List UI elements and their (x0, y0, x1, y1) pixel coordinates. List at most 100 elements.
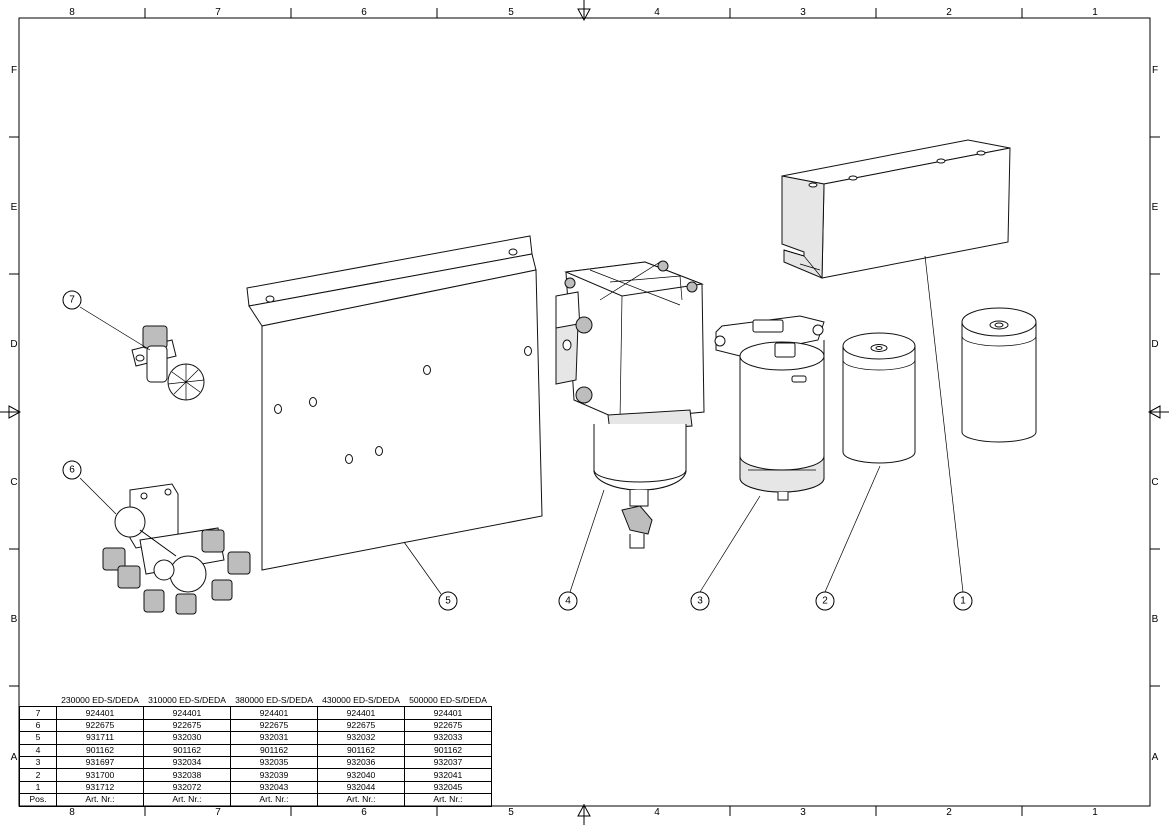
zone-col-top: 3 (800, 7, 806, 18)
bom-art-label: Art. Nr.: (404, 793, 492, 807)
svg-text:4: 4 (565, 596, 571, 607)
zone-row-left: C (10, 477, 17, 488)
bom-art-cell: 922675 (143, 718, 231, 733)
bom-row: 1 931712 932072 932043 932044 932045 (19, 780, 492, 795)
bom-art-cell: 924401 (56, 706, 144, 720)
zone-row-right: B (1152, 614, 1159, 625)
bom-art-cell: 922675 (56, 718, 144, 733)
bom-row: 7 924401 924401 924401 924401 924401 (19, 706, 492, 720)
bom-model-header: 310000 ED-S/DEDA (148, 695, 226, 706)
bom-header-blank (20, 695, 57, 707)
bom-art-cell: 932036 (317, 755, 405, 770)
bom-pos-cell: 5 (19, 731, 57, 745)
bom-row: 4 901162 901162 901162 901162 901162 (19, 743, 492, 757)
zone-row-right: A (1152, 752, 1159, 763)
bom-pos-label: Pos. (19, 793, 57, 807)
bom-art-cell: 932035 (230, 755, 318, 770)
bom-art-cell: 931697 (56, 755, 144, 770)
zone-col-top: 8 (69, 7, 75, 18)
bom-art-label: Art. Nr.: (317, 793, 405, 807)
bom-pos-cell: 4 (19, 743, 57, 757)
zone-col-top: 6 (361, 7, 367, 18)
bom-art-cell: 932031 (230, 731, 318, 745)
bom-art-cell: 901162 (56, 743, 144, 757)
bom-header-row: 230000 ED-S/DEDA 310000 ED-S/DEDA 380000… (20, 695, 492, 707)
zone-row-left: B (11, 614, 18, 625)
zone-row-left: A (11, 752, 18, 763)
bom-pos-cell: 6 (19, 718, 57, 733)
zone-row-right: F (1152, 65, 1158, 76)
zone-col-top: 5 (508, 7, 514, 18)
bom-pos-cell: 7 (19, 706, 57, 720)
bom-pos-cell: 3 (19, 755, 57, 770)
zone-row-right: C (1151, 477, 1158, 488)
bom-art-cell: 932072 (143, 780, 231, 795)
bom-row: 5 931711 932030 932031 932032 932033 (19, 731, 492, 745)
zone-col-bottom: 7 (215, 807, 221, 818)
zone-col-bottom: 5 (508, 807, 514, 818)
zone-col-bottom: 8 (69, 807, 75, 818)
svg-text:5: 5 (445, 596, 451, 607)
bom-art-cell: 922675 (230, 718, 318, 733)
bom-art-cell: 932039 (230, 768, 318, 782)
bom-art-cell: 924401 (404, 706, 492, 720)
svg-text:1: 1 (960, 596, 966, 607)
zone-col-top: 7 (215, 7, 221, 18)
bom-art-cell: 931712 (56, 780, 144, 795)
zone-col-bottom: 6 (361, 807, 367, 818)
zone-row-right: E (1152, 202, 1159, 213)
part-water-separator (555, 260, 705, 549)
bom-art-cell: 932040 (317, 768, 405, 782)
part-mounting-plate (246, 235, 543, 571)
bom-art-label: Art. Nr.: (143, 793, 231, 807)
zone-col-bottom: 1 (1092, 807, 1098, 818)
bom-footer-row: Pos. Art. Nr.: Art. Nr.: Art. Nr.: Art. … (19, 793, 492, 807)
bom-art-cell: 932030 (143, 731, 231, 745)
bom-art-label: Art. Nr.: (230, 793, 318, 807)
zone-row-left: F (11, 65, 17, 76)
zone-col-top: 1 (1092, 7, 1098, 18)
zone-ticks (9, 8, 1160, 816)
bom-row: 2 931700 932038 932039 932040 932041 (19, 768, 492, 782)
balloon-2: 2 (815, 591, 835, 611)
bom-art-cell: 901162 (143, 743, 231, 757)
part-filter-cartridge (842, 332, 916, 464)
bom-model-header: 500000 ED-S/DEDA (409, 695, 487, 706)
svg-text:3: 3 (697, 596, 703, 607)
balloon-7: 7 (62, 290, 82, 310)
zone-labels: 8 7 6 5 4 3 2 1 8 7 6 5 4 3 2 1 F E D C … (10, 7, 1158, 818)
bom-art-cell: 932043 (230, 780, 318, 795)
svg-text:2: 2 (822, 596, 828, 607)
bom-art-cell: 932032 (317, 731, 405, 745)
bom-art-cell: 932041 (404, 768, 492, 782)
part-three-way-valve (102, 483, 251, 615)
balloon-5: 5 (438, 591, 458, 611)
part-drain-tap (131, 325, 205, 401)
zone-col-bottom: 3 (800, 807, 806, 818)
bom-art-cell: 932045 (404, 780, 492, 795)
bom-art-cell: 932038 (143, 768, 231, 782)
bom-art-cell: 924401 (230, 706, 318, 720)
bom-model-header: 230000 ED-S/DEDA (61, 695, 139, 706)
part-bracket (781, 139, 1011, 279)
balloon-3: 3 (690, 591, 710, 611)
svg-text:7: 7 (69, 295, 75, 306)
parts-list-table: 230000 ED-S/DEDA 310000 ED-S/DEDA 380000… (19, 695, 492, 807)
bom-art-cell: 901162 (317, 743, 405, 757)
zone-col-bottom: 4 (654, 807, 660, 818)
leader-lines (79, 255, 964, 595)
bom-pos-cell: 1 (19, 780, 57, 795)
bom-art-label: Art. Nr.: (56, 793, 144, 807)
zone-row-left: D (10, 339, 17, 350)
zone-row-left: E (11, 202, 18, 213)
part-filter-housing (714, 315, 825, 501)
balloon-4: 4 (558, 591, 578, 611)
bom-art-cell: 932034 (143, 755, 231, 770)
bom-art-cell: 901162 (230, 743, 318, 757)
bom-art-cell: 922675 (317, 718, 405, 733)
part-filter-cartridge-large (961, 307, 1037, 443)
bom-pos-cell: 2 (19, 768, 57, 782)
bom-row: 6 922675 922675 922675 922675 922675 (19, 718, 492, 733)
bom-art-cell: 932037 (404, 755, 492, 770)
